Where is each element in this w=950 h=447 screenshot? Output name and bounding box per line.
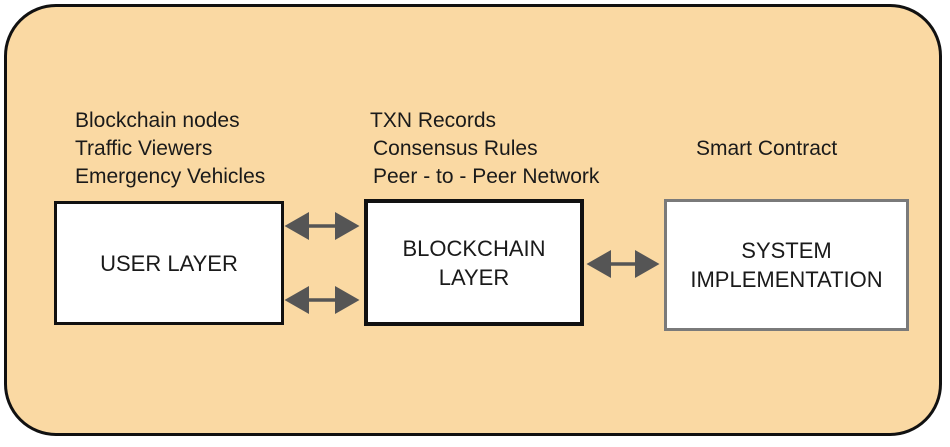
annotation-emergency-vehicles: Emergency Vehicles [75,165,266,188]
user-layer-box: USER LAYER [54,201,284,325]
system-implementation-label-line1: SYSTEM [741,238,832,263]
annotation-txn-records: TXN Records [370,109,497,132]
blockchain-layer-label-line1: BLOCKCHAIN [402,235,546,261]
annotation-blockchain-nodes: Blockchain nodes [75,109,240,132]
blockchain-layer-label-line2: LAYER [438,264,510,290]
user-layer-annotations: Blockchain nodes Traffic Viewers Emergen… [75,107,265,191]
blockchain-layer-annotations: TXN Records Consensus Rules Peer - to - … [370,107,599,191]
annotation-p2p-network: Peer - to - Peer Network [373,165,600,188]
user-layer-label: USER LAYER [100,250,238,276]
annotation-consensus-rules: Consensus Rules [373,137,538,160]
system-implementation-box: SYSTEM IMPLEMENTATION [664,199,909,331]
annotation-smart-contract: Smart Contract [696,137,838,160]
system-annotations: Smart Contract [696,135,837,163]
annotation-traffic-viewers: Traffic Viewers [75,137,213,160]
system-implementation-label-line2: IMPLEMENTATION [690,267,883,292]
blockchain-layer-box: BLOCKCHAIN LAYER [364,199,584,326]
